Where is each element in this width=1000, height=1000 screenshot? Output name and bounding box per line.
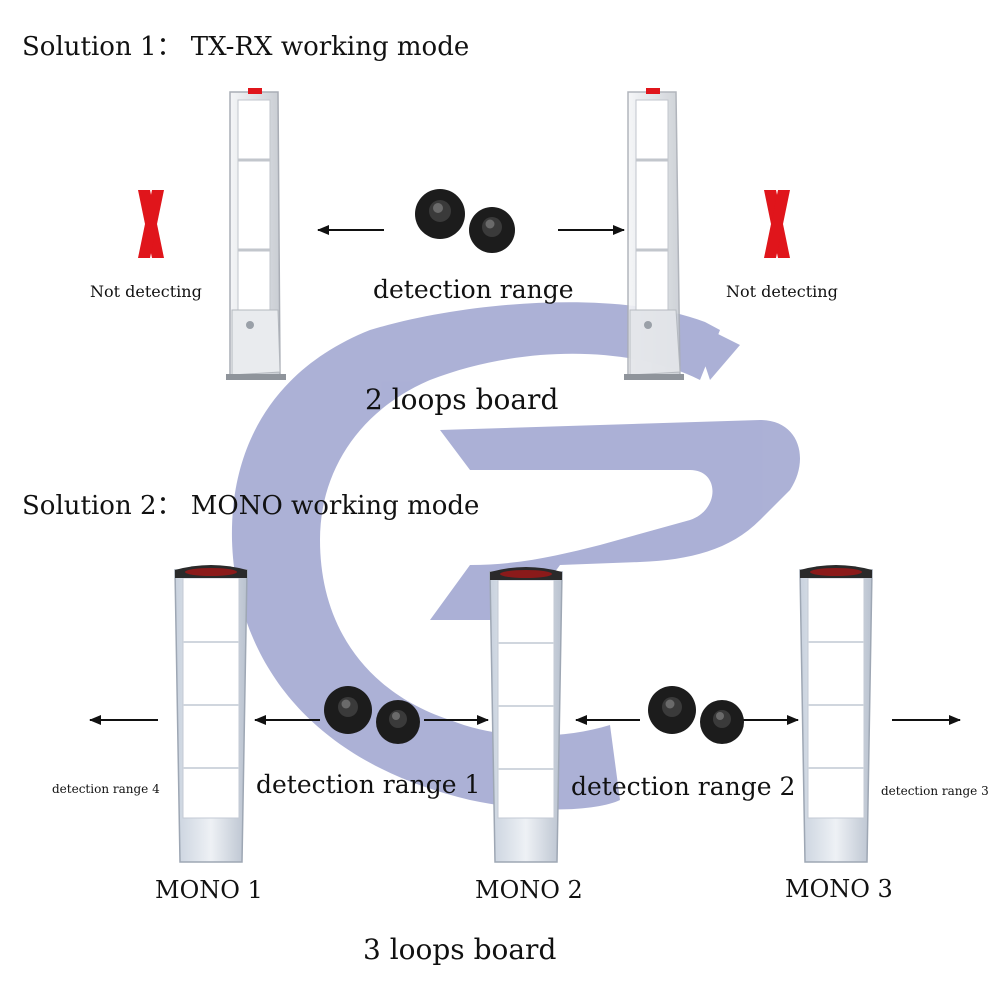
x-mark-right: [764, 190, 790, 258]
antenna-label-mono-1: MONO 1: [155, 876, 263, 904]
range-label-4: detection range 4: [52, 782, 160, 796]
antenna-label-mono-3: MONO 3: [785, 875, 893, 903]
board-label-2-loops: 2 loops board: [365, 383, 559, 416]
security-tag-6: [700, 700, 744, 744]
detection-range-label: detection range: [373, 275, 574, 304]
range-label-3: detection range 3: [881, 784, 989, 798]
range-label-1: detection range 1: [256, 770, 481, 799]
tx-gate-left: [226, 88, 286, 380]
solution-1-title: Solution 1： TX-RX working mode: [22, 32, 470, 62]
solution-2-title: Solution 2： MONO working mode: [22, 491, 480, 521]
range-label-2: detection range 2: [571, 772, 796, 801]
security-tag-3: [324, 686, 372, 734]
mono-antenna-2: [489, 567, 563, 863]
antenna-label-mono-2: MONO 2: [475, 876, 583, 904]
security-tag-4: [376, 700, 420, 744]
x-mark-left: [138, 190, 164, 258]
rx-gate-right: [624, 88, 684, 380]
mono-antenna-3: [799, 565, 873, 863]
left-status-label: Not detecting: [90, 282, 202, 301]
right-status-label: Not detecting: [726, 282, 838, 301]
security-tag-1: [415, 189, 465, 239]
security-tag-2: [469, 207, 515, 253]
board-label-3-loops: 3 loops board: [363, 933, 557, 966]
security-tag-5: [648, 686, 696, 734]
mono-antenna-1: [174, 565, 248, 863]
